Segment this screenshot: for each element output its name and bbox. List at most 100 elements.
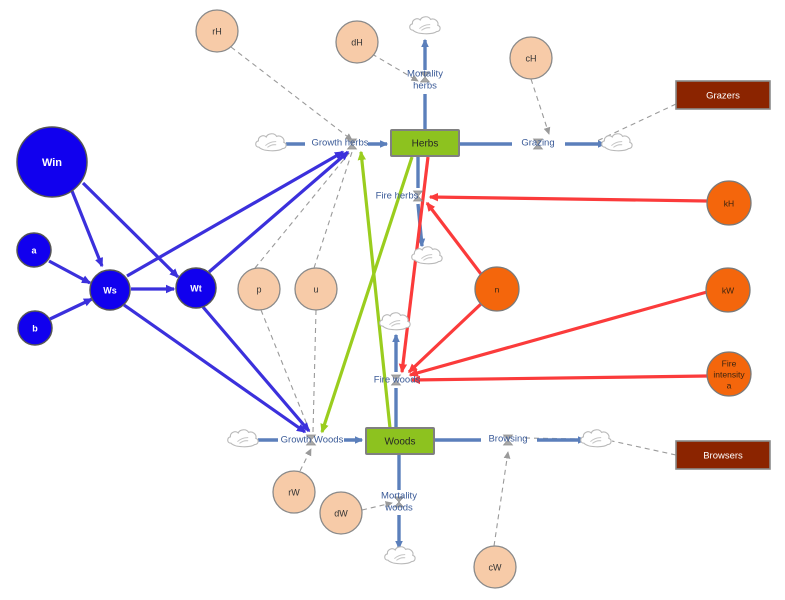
flow-label-growth-woods: Growth Woods (281, 435, 344, 446)
node-cH[interactable]: cH (509, 36, 553, 80)
node-p[interactable]: p (237, 267, 281, 311)
cloud-grazing-sink (601, 133, 633, 152)
node-ws-label: Ws (103, 285, 117, 295)
node-wt[interactable]: Wt (175, 267, 217, 309)
stock-woods-box[interactable] (365, 427, 435, 455)
node-fire-intensity-a-label-line1: Fire (722, 358, 737, 368)
link-p-to-growth-herbs (254, 151, 351, 269)
link-wt-to-growth-woods (201, 305, 311, 433)
link-u-to-growth-herbs (313, 151, 353, 269)
stock-herbs[interactable]: Herbs (390, 129, 460, 157)
node-cH-label: cH (526, 53, 537, 63)
node-kH-circle[interactable] (706, 180, 752, 226)
node-b-circle[interactable] (17, 310, 53, 346)
node-rW-label: rW (288, 487, 300, 497)
sector-browsers-box[interactable] (675, 440, 771, 470)
cloud-mortality-herbs-sink (409, 16, 441, 35)
link-grazers-to-grazing-cloud (596, 103, 677, 142)
node-fire-intensity-a[interactable]: Fire intensity a (706, 351, 752, 397)
node-a-label: a (31, 245, 37, 255)
node-win-circle[interactable] (16, 126, 88, 198)
node-ws[interactable]: Ws (89, 269, 131, 311)
sector-grazers-label: Grazers (706, 91, 740, 102)
node-n[interactable]: n (474, 266, 520, 312)
link-win-to-wt (81, 181, 180, 279)
node-dW-circle[interactable] (319, 491, 363, 535)
flow-label-mortality-herbs-line2: herbs (413, 81, 437, 92)
node-win[interactable]: Win (16, 126, 88, 198)
node-u-circle[interactable] (294, 267, 338, 311)
flow-label-browsing: Browsing (488, 434, 527, 445)
stock-woods[interactable]: Woods (365, 427, 435, 455)
node-cW-circle[interactable] (473, 545, 517, 589)
cloud-mortality-woods-sink (384, 546, 416, 565)
flow-label-fire-woods: Fire woods (374, 375, 421, 386)
material-flows (258, 38, 607, 550)
node-a[interactable]: a (16, 232, 52, 268)
causal-links-red (398, 156, 708, 385)
flow-label-grazing: Grazing (521, 138, 554, 149)
causal-links-green (320, 150, 414, 434)
node-p-label: p (256, 284, 261, 294)
link-woods-to-growth-herbs (357, 150, 392, 429)
link-u-to-growth-woods (312, 309, 317, 433)
node-rW[interactable]: rW (272, 470, 316, 514)
node-cH-circle[interactable] (509, 36, 553, 80)
node-win-label: Win (42, 157, 62, 169)
link-b-to-ws (49, 297, 94, 321)
node-dW[interactable]: dW (319, 491, 363, 535)
link-ws-to-growth-woods (123, 303, 307, 434)
node-fire-intensity-a-circle[interactable] (706, 351, 752, 397)
node-n-circle[interactable] (474, 266, 520, 312)
node-rW-circle[interactable] (272, 470, 316, 514)
node-n-label: n (495, 284, 500, 294)
node-kH-label: kH (724, 198, 734, 208)
node-rH-label: rH (212, 26, 222, 36)
link-browsers-to-browsing-cloud (611, 440, 677, 456)
causal-links-gray (230, 46, 677, 547)
sector-grazers-box[interactable] (675, 80, 771, 110)
node-dH-circle[interactable] (335, 20, 379, 64)
cloud-growth-herbs-source (255, 133, 287, 152)
flow-label-fire-herbs: Fire herbs (376, 191, 419, 202)
node-u[interactable]: u (294, 267, 338, 311)
link-wt-to-growth-herbs (207, 150, 350, 274)
link-a-to-ws (48, 259, 92, 285)
link-cH-to-grazing (530, 78, 551, 135)
node-kW-label: kW (722, 285, 734, 295)
link-rW-to-growth-woods (299, 448, 312, 472)
node-dW-label: dW (334, 508, 348, 518)
node-a-circle[interactable] (16, 232, 52, 268)
link-ws-to-growth-herbs (126, 150, 345, 278)
link-cW-to-browsing (493, 451, 511, 547)
node-wt-circle[interactable] (175, 267, 217, 309)
link-fire-intensity-to-fire-woods (410, 374, 708, 385)
link-herbs-to-growth-woods (320, 156, 414, 434)
node-rH[interactable]: rH (195, 9, 239, 53)
node-b[interactable]: b (17, 310, 53, 346)
stock-woods-label: Woods (385, 437, 416, 448)
stock-herbs-box[interactable] (390, 129, 460, 157)
node-kH[interactable]: kH (706, 180, 752, 226)
sector-browsers-label: Browsers (703, 451, 743, 462)
causal-links-blue (48, 150, 350, 434)
node-b-label: b (32, 323, 38, 333)
node-ws-circle[interactable] (89, 269, 131, 311)
node-fire-intensity-a-label-line2: intensity (713, 369, 745, 379)
link-p-to-growth-woods (260, 309, 311, 433)
node-kW[interactable]: kW (705, 267, 751, 313)
node-cW[interactable]: cW (473, 545, 517, 589)
sector-grazers[interactable]: Grazers (675, 80, 771, 110)
link-win-to-ws (70, 190, 104, 268)
stock-herbs-label: Herbs (412, 139, 439, 150)
sector-browsers[interactable]: Browsers (675, 440, 771, 470)
node-cW-label: cW (489, 562, 503, 572)
node-rH-circle[interactable] (195, 9, 239, 53)
cloud-browsing-sink (580, 429, 612, 448)
node-p-circle[interactable] (237, 267, 281, 311)
link-rH-to-growth-herbs (230, 46, 353, 141)
node-kW-circle[interactable] (705, 267, 751, 313)
flow-label-mortality-herbs-line1: Mortality (407, 69, 443, 80)
node-dH[interactable]: dH (335, 20, 379, 64)
